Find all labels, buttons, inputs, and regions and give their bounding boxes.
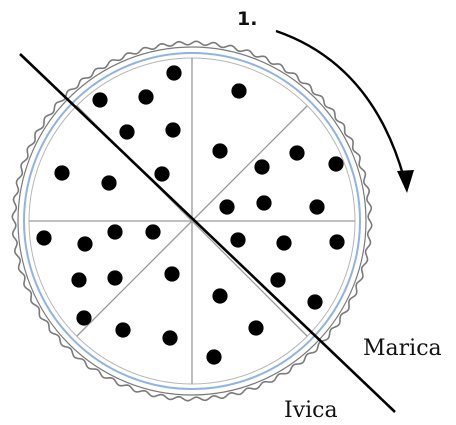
slice-lines — [29, 58, 355, 384]
topping-dot — [256, 195, 272, 211]
pizza-inner-ring — [23, 52, 361, 390]
topping-dot — [212, 288, 228, 304]
slice-line — [76, 220, 193, 337]
topping-dot — [119, 124, 135, 140]
topping-dot — [115, 322, 131, 338]
topping-dot — [219, 199, 235, 215]
slice-line — [191, 105, 308, 222]
topping-dot — [145, 224, 161, 240]
topping-dot — [92, 92, 108, 108]
topping-dot — [276, 235, 292, 251]
topping-dot — [307, 294, 323, 310]
slice-line — [191, 220, 308, 337]
toppings-group — [36, 65, 345, 365]
topping-dot — [76, 310, 92, 326]
topping-dot — [289, 145, 305, 161]
topping-dot — [328, 156, 344, 172]
step-label: 1. — [237, 8, 257, 30]
topping-dot — [165, 122, 181, 138]
topping-dot — [230, 232, 246, 248]
topping-dot — [248, 320, 264, 336]
topping-dot — [329, 234, 345, 250]
topping-dot — [71, 272, 87, 288]
topping-dot — [212, 143, 228, 159]
topping-dot — [164, 266, 180, 282]
topping-dot — [270, 272, 286, 288]
topping-dot — [77, 236, 93, 252]
ivica-label: Ivica — [284, 398, 338, 423]
cut-line — [19, 53, 396, 413]
topping-dot — [206, 349, 222, 365]
topping-dot — [154, 166, 170, 182]
rotation-arrow-head — [397, 170, 414, 193]
topping-dot — [54, 165, 70, 181]
topping-dot — [162, 330, 178, 346]
topping-dot — [309, 199, 325, 215]
topping-dot — [36, 230, 52, 246]
topping-dot — [138, 89, 154, 105]
topping-dot — [107, 224, 123, 240]
rotation-arrow — [275, 29, 406, 179]
topping-dot — [166, 65, 182, 81]
pizza-crust-ring — [17, 46, 367, 396]
topping-dot — [254, 159, 270, 175]
topping-dot — [101, 175, 117, 191]
marica-label: Marica — [363, 336, 442, 361]
topping-dot — [107, 270, 123, 286]
topping-dot — [231, 83, 247, 99]
